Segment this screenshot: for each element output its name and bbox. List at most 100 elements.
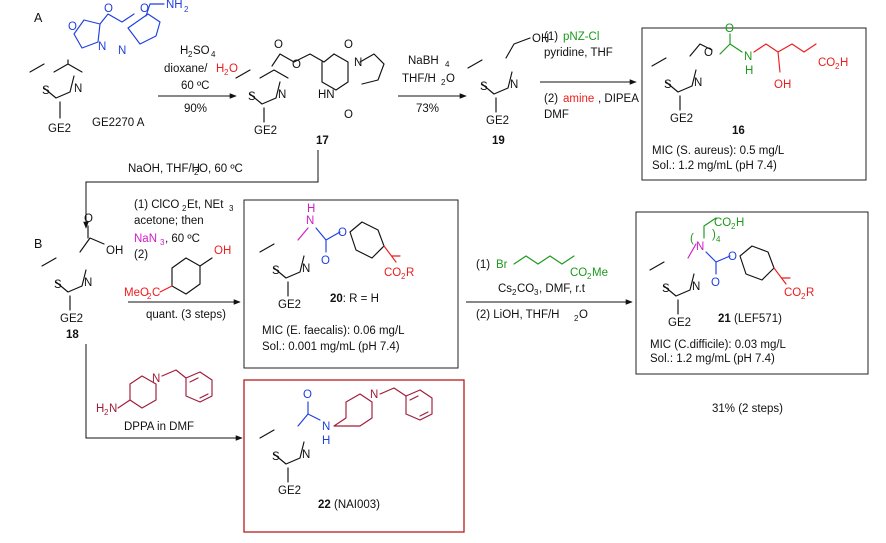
arrow-step4 <box>83 150 319 229</box>
step3-conditions: (1) pNZ-Cl pyridine, THF (2) amine , DIP… <box>544 31 639 121</box>
step2-conditions: NaBH 4 THF/H 2 O 73% <box>402 55 455 115</box>
svg-text:NH: NH <box>166 0 183 11</box>
svg-text:OH: OH <box>532 33 549 45</box>
svg-text:2: 2 <box>441 78 446 87</box>
section-label-a: A <box>34 11 43 25</box>
svg-text:S: S <box>54 279 62 291</box>
svg-text:, DMF, r.t: , DMF, r.t <box>539 283 586 295</box>
structure-21: S N GE2 N ( ) 4 CO 2 H O O CO 2 R <box>649 217 814 329</box>
svg-text:(1): (1) <box>544 31 558 43</box>
svg-text:N: N <box>322 421 330 433</box>
label-19: 19 <box>492 135 505 147</box>
svg-text:N: N <box>744 51 752 63</box>
svg-text:21 (LEF571): 21 (LEF571) <box>718 313 782 325</box>
svg-text:CO: CO <box>818 57 835 69</box>
svg-text:H: H <box>180 45 188 57</box>
svg-text:N: N <box>306 215 314 227</box>
step6-yield: 31% (2 steps) <box>712 403 783 415</box>
svg-text:O: O <box>725 23 734 35</box>
svg-text:NaN: NaN <box>134 233 157 245</box>
svg-text:O: O <box>338 227 347 239</box>
svg-text:N: N <box>84 277 92 289</box>
svg-text:(2): (2) <box>134 249 148 261</box>
svg-text:, 60 ºC: , 60 ºC <box>165 233 200 245</box>
svg-text:90%: 90% <box>184 103 207 115</box>
svg-text:pNZ-Cl: pNZ-Cl <box>563 31 599 43</box>
structure-17: S N GE2 O O O N HN O <box>235 39 385 137</box>
svg-text:pyridine, THF: pyridine, THF <box>544 47 613 59</box>
svg-text:S: S <box>662 283 670 295</box>
svg-text:O: O <box>321 255 330 267</box>
svg-text:S: S <box>248 91 256 103</box>
svg-text:2: 2 <box>184 5 189 14</box>
svg-text:(: ( <box>690 233 694 245</box>
svg-text:(1): (1) <box>476 259 490 271</box>
svg-text:N: N <box>152 373 160 385</box>
svg-text:O: O <box>446 73 455 85</box>
structure-ge2270a: S N GE2 O N O N O NH 2 <box>29 0 189 135</box>
svg-text:N: N <box>302 263 310 275</box>
svg-text:N: N <box>118 45 126 57</box>
svg-text:Sol.: 0.001 mg/mL (pH 7.4): Sol.: 0.001 mg/mL (pH 7.4) <box>262 341 400 353</box>
svg-text:OH: OH <box>214 245 231 257</box>
label-ge2270a: GE2270 A <box>92 117 145 129</box>
svg-text:CO: CO <box>517 283 534 295</box>
structure-20: S N GE2 N H O O CO 2 R <box>259 203 414 311</box>
label-21: 21 (LEF571) <box>718 313 782 325</box>
svg-text:N: N <box>74 83 82 95</box>
svg-text:O: O <box>711 277 720 289</box>
svg-text:CO: CO <box>384 267 401 279</box>
svg-text:CO: CO <box>570 267 587 279</box>
svg-text:2: 2 <box>194 168 199 177</box>
svg-text:2: 2 <box>574 314 579 323</box>
svg-text:O: O <box>344 109 353 121</box>
svg-text:NaBH: NaBH <box>408 55 439 67</box>
svg-text:H: H <box>840 57 848 69</box>
svg-text:3: 3 <box>160 238 165 247</box>
svg-text:73%: 73% <box>416 103 439 115</box>
svg-text:N: N <box>694 77 702 89</box>
section-label-b: B <box>34 237 42 251</box>
svg-text:(1) ClCO: (1) ClCO <box>134 199 179 211</box>
svg-text:N: N <box>98 41 106 53</box>
svg-text:O: O <box>140 3 149 15</box>
svg-text:dioxane/: dioxane/ <box>164 63 208 75</box>
svg-text:H: H <box>216 63 224 75</box>
svg-text:2: 2 <box>835 62 840 71</box>
svg-text:N: N <box>696 241 704 253</box>
svg-text:4: 4 <box>445 60 450 69</box>
svg-text:Br: Br <box>496 259 508 271</box>
svg-text:CO: CO <box>784 287 801 299</box>
svg-text:O: O <box>292 59 301 71</box>
svg-text:4: 4 <box>716 235 721 244</box>
svg-text:S: S <box>480 81 488 93</box>
svg-text:2: 2 <box>587 272 592 281</box>
svg-text:amine: amine <box>563 93 594 105</box>
svg-text:GE2: GE2 <box>278 299 301 311</box>
svg-text:GE2: GE2 <box>668 317 691 329</box>
svg-text:22 (NAI003): 22 (NAI003) <box>318 499 380 511</box>
svg-text:GE2: GE2 <box>60 313 83 325</box>
svg-text:GE2: GE2 <box>278 485 301 497</box>
svg-text:Sol.: 1.2 mg/mL (pH 7.4): Sol.: 1.2 mg/mL (pH 7.4) <box>652 160 777 172</box>
svg-text:O: O <box>704 47 713 59</box>
svg-text:Me: Me <box>592 267 608 279</box>
svg-text:GE2: GE2 <box>670 113 693 125</box>
svg-text:DMF: DMF <box>544 109 569 121</box>
svg-text:quant. (3 steps): quant. (3 steps) <box>146 309 226 321</box>
svg-text:MIC (S. aureus): 0.5 mg/L: MIC (S. aureus): 0.5 mg/L <box>652 145 785 157</box>
svg-text:H: H <box>307 203 315 215</box>
svg-text:O: O <box>274 39 283 51</box>
svg-text:2: 2 <box>188 50 193 59</box>
structure-18: S N GE2 O OH <box>41 213 123 325</box>
svg-text:3: 3 <box>534 288 539 297</box>
svg-text:O: O <box>579 309 588 321</box>
svg-text:MIC (E. faecalis): 0.06 mg/L: MIC (E. faecalis): 0.06 mg/L <box>262 325 405 337</box>
svg-text:2: 2 <box>147 292 152 301</box>
structure-22: S N GE2 O N H N <box>259 387 433 497</box>
svg-text:S: S <box>42 85 50 97</box>
svg-text:C: C <box>152 287 160 299</box>
svg-text:20: R = H: 20: R = H <box>330 293 379 305</box>
svg-text:O: O <box>344 39 353 51</box>
structure-step5-reagent: OH MeO 2 C <box>124 245 231 301</box>
